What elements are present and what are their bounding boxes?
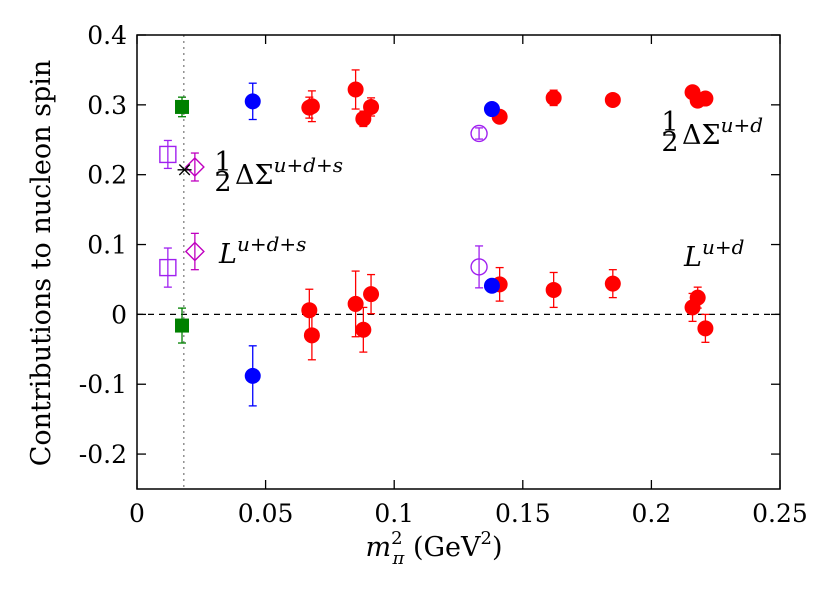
annotation-orbital-light: Lu+d (683, 235, 744, 273)
data-points (159, 69, 714, 407)
point-marker (303, 98, 320, 115)
svg-text:ΔΣu+d: ΔΣu+d (682, 113, 763, 151)
point-marker (697, 90, 714, 107)
data-point (697, 90, 714, 107)
point-marker (604, 91, 621, 108)
x-tick-label: 0.15 (495, 499, 551, 528)
svg-text:1: 1 (214, 147, 231, 178)
data-point (175, 96, 190, 118)
svg-text:1: 1 (661, 107, 678, 138)
x-tick-label: 0.05 (238, 499, 294, 528)
x-tick-label: 0.2 (632, 499, 672, 528)
data-point (470, 245, 488, 289)
data-point (483, 277, 500, 294)
point-marker (363, 98, 380, 115)
point-marker (303, 327, 320, 344)
y-tick-label: 0.1 (87, 231, 127, 260)
point-marker (545, 89, 562, 106)
x-tick-label: 0.25 (752, 499, 808, 528)
x-tick-label: 0 (129, 499, 145, 528)
data-point (363, 273, 380, 315)
y-axis-title: Contributions to nucleon spin (26, 60, 57, 467)
data-point (244, 345, 261, 407)
y-tick-label: -0.2 (79, 440, 127, 469)
data-point (177, 164, 192, 176)
y-tick-label: 0.4 (87, 21, 127, 50)
point-marker (178, 164, 191, 176)
point-marker (470, 258, 488, 276)
point-marker (184, 157, 205, 177)
data-point (303, 310, 320, 361)
data-point (244, 82, 261, 121)
point-marker (363, 286, 380, 303)
y-tick-label: 0.3 (87, 91, 127, 120)
point-marker (301, 302, 318, 319)
annotation-delta-sigma-light: 1 2 ΔΣu+d (661, 107, 763, 158)
plot-area (137, 35, 780, 489)
data-point (355, 306, 372, 353)
plot-frame (136, 34, 781, 490)
data-point (159, 139, 177, 170)
svg-text:2: 2 (214, 167, 231, 198)
data-point (175, 307, 190, 344)
axis-ticks: 0 0.05 0.1 0.15 0.2 0.25 -0.2 -0.1 0 0.1 0.2 0.3 0.4 (79, 21, 808, 528)
y-tick-label: -0.1 (79, 370, 127, 399)
data-point (184, 152, 205, 182)
point-marker (159, 145, 177, 164)
point-marker (184, 241, 205, 262)
svg-text:2: 2 (661, 127, 678, 158)
point-marker (604, 275, 621, 292)
svg-text:ΔΣu+d+s: ΔΣu+d+s (235, 153, 343, 191)
data-point (697, 313, 714, 343)
point-marker (159, 258, 177, 277)
data-point (159, 247, 177, 288)
y-tick-label: 0.2 (87, 161, 127, 190)
data-point (545, 89, 562, 107)
data-point (301, 288, 318, 332)
point-marker (244, 367, 261, 384)
data-point (483, 101, 500, 118)
point-marker (175, 99, 190, 114)
annotation-orbital-strange: Lu+d+s (218, 232, 306, 270)
point-marker (347, 295, 364, 312)
data-point (470, 124, 488, 143)
point-marker (470, 124, 488, 143)
data-point (689, 286, 706, 309)
x-tick-label: 0.1 (374, 499, 414, 528)
point-marker (244, 93, 261, 110)
data-point (545, 271, 562, 309)
point-marker (347, 81, 364, 98)
point-marker (483, 277, 500, 294)
data-point (363, 97, 380, 117)
point-marker (545, 281, 562, 298)
point-marker (355, 110, 372, 127)
point-marker (355, 321, 372, 338)
data-point (347, 69, 364, 110)
y-tick-label: 0 (111, 300, 127, 329)
annotation-delta-sigma-strange: 1 2 ΔΣu+d+s (214, 147, 343, 198)
axes-frame (136, 34, 781, 490)
point-marker (175, 318, 190, 333)
point-marker (697, 320, 714, 337)
data-point (184, 232, 205, 271)
data-point (604, 91, 621, 108)
data-point (604, 269, 621, 299)
data-point (303, 90, 320, 123)
point-marker (689, 289, 706, 306)
point-marker (483, 101, 500, 118)
